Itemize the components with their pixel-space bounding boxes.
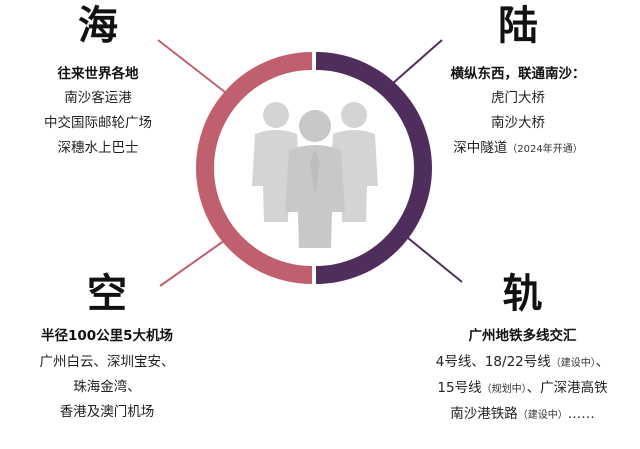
quadrant-title-land: 陆 (498, 3, 538, 49)
quadrant-title-rail: 轨 (502, 271, 543, 317)
connector-line-bottom-left (159, 237, 229, 287)
rail-item-note: （建设中） (517, 410, 568, 421)
sea-item: 中交国际邮轮广场 (44, 115, 152, 131)
connector-line-bottom-right (407, 237, 463, 283)
air-item: 广州白云、深圳宝安、 (39, 354, 175, 370)
land-item: 深中隧道（2024年开通） (418, 136, 618, 162)
group-of-people-icon (252, 102, 378, 248)
rail-item: 南沙港铁路（建设中）…… (410, 402, 635, 428)
rail-item-text: 、 (595, 354, 610, 370)
land-item: 虎门大桥 (491, 90, 545, 106)
quadrant-subtitle-air: 半径100公里5大机场 (40, 328, 174, 344)
air-item: 珠海金湾、 (73, 379, 141, 395)
quadrant-subtitle-land: 横纵东西，联通南沙： (450, 66, 586, 82)
land-item-note: （2024年开通） (507, 144, 583, 155)
connector-line-top-left (157, 39, 231, 97)
sea-item: 南沙客运港 (64, 90, 132, 106)
quadrant-land: 陆 横纵东西，联通南沙： 虎门大桥 南沙大桥 深中隧道（2024年开通） (418, 0, 618, 162)
quadrant-sea: 海 往来世界各地 南沙客运港 中交国际邮轮广场 深穗水上巴士 (18, 0, 178, 161)
land-item-main: 深中隧道 (453, 140, 508, 156)
quadrant-air: 空 半径100公里5大机场 广州白云、深圳宝安、 珠海金湾、 香港及澳门机场 (12, 268, 202, 425)
rail-item-text: 15号线 (437, 380, 482, 396)
connector-line-top-right (391, 39, 443, 85)
quadrant-title-sea: 海 (78, 3, 118, 49)
air-item: 香港及澳门机场 (59, 404, 155, 420)
rail-item-text: 南沙港铁路 (450, 406, 518, 422)
quadrant-rail: 轨 广州地铁多线交汇 4号线、18/22号线（建设中）、 15号线（规划中）、广… (410, 268, 635, 428)
rail-item-text: …… (567, 406, 595, 422)
quadrant-title-air: 空 (87, 271, 127, 317)
rail-item-text: 、广深港高铁 (526, 380, 608, 396)
rail-item: 15号线（规划中）、广深港高铁 (410, 376, 635, 402)
rail-item-note: （规划中） (481, 384, 527, 395)
rail-item: 4号线、18/22号线（建设中）、 (410, 350, 635, 376)
rail-item-note: （建设中） (550, 358, 596, 369)
land-item: 南沙大桥 (491, 115, 545, 131)
quadrant-subtitle-sea: 往来世界各地 (57, 66, 139, 82)
quadrant-subtitle-rail: 广州地铁多线交汇 (468, 328, 577, 344)
ring-left-half (196, 52, 312, 284)
rail-item-text: 4号线、18/22号线 (435, 354, 551, 370)
ring-right-half (316, 52, 432, 284)
sea-item: 深穗水上巴士 (57, 140, 139, 156)
